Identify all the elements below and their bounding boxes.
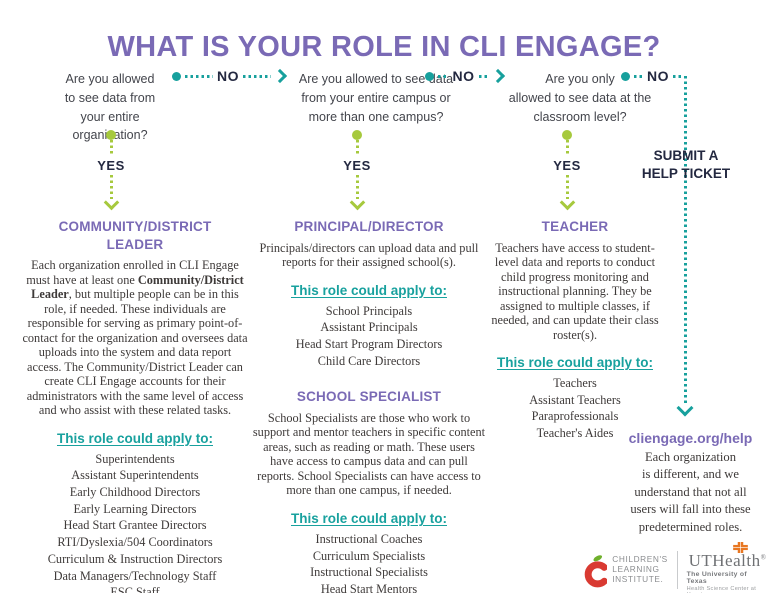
uthealth-subtitle: The University of Texas bbox=[686, 571, 747, 585]
arrow-start-dot-icon bbox=[621, 71, 630, 81]
cli-logo-line: INSTITUTE. bbox=[612, 573, 664, 584]
dotted-line bbox=[634, 74, 643, 78]
uthealth-logo: UTHealth® The University of Texas Health… bbox=[687, 542, 768, 593]
dotted-line bbox=[355, 140, 359, 156]
arrowhead-down-icon bbox=[676, 399, 694, 417]
dotted-line bbox=[565, 140, 569, 156]
role-heading: COMMUNITY/DISTRICT LEADER bbox=[58, 219, 212, 252]
help-description: Each organization is different, and we u… bbox=[630, 450, 751, 534]
dotted-line bbox=[185, 74, 213, 78]
role-item: ESC Staff bbox=[110, 585, 160, 593]
arrowhead-down-icon bbox=[349, 194, 365, 211]
role-list: Superintendents Assistant Superintendent… bbox=[22, 451, 248, 593]
help-ticket-dotted-line bbox=[684, 76, 687, 406]
dotted-line bbox=[438, 74, 449, 78]
submit-help-ticket-label: SUBMIT A HELP TICKET bbox=[641, 148, 731, 181]
arrow-start-dot-icon bbox=[425, 71, 434, 81]
arrowhead-right-icon bbox=[272, 68, 288, 84]
role-item: Child Care Directors bbox=[317, 353, 421, 368]
yes-label: YES bbox=[343, 158, 371, 173]
no-arrow-3: NO bbox=[621, 68, 686, 84]
column-principal-director: PRINCIPAL/DIRECTOR Principals/directors … bbox=[252, 218, 486, 593]
dotted-line bbox=[109, 140, 113, 156]
role-heading: TEACHER bbox=[541, 219, 609, 234]
role-item: School Principals bbox=[325, 303, 413, 318]
role-item: Curriculum & Instruction Directors bbox=[47, 551, 223, 566]
arrow-start-dot-icon bbox=[106, 130, 116, 140]
dotted-line bbox=[109, 175, 113, 199]
uthealth-cross-icon bbox=[733, 542, 748, 553]
no-label: NO bbox=[217, 68, 239, 84]
dotted-line bbox=[355, 175, 359, 199]
role-item: Paraprofessionals bbox=[531, 409, 619, 424]
page-title: WHAT IS YOUR ROLE IN CLI ENGAGE? bbox=[107, 31, 661, 64]
role-description: Teachers have access to student-level da… bbox=[491, 240, 659, 342]
question-campus: Are you allowed to see data from your en… bbox=[298, 72, 454, 124]
role-item: Instructional Coaches bbox=[315, 531, 423, 546]
cli-logo-line: LEARNING bbox=[612, 564, 660, 575]
role-item: Head Start Program Directors bbox=[295, 336, 443, 351]
dotted-line bbox=[673, 74, 682, 78]
dotted-line bbox=[243, 74, 271, 78]
role-item: Data Managers/Technology Staff bbox=[53, 568, 217, 583]
yes-arrow-2: YES bbox=[335, 130, 379, 211]
arrowhead-down-icon bbox=[103, 194, 119, 211]
cli-logo-line: CHILDREN'S bbox=[612, 554, 668, 565]
cli-logo-text: CHILDREN'S LEARNING INSTITUTE. bbox=[612, 554, 668, 585]
help-link[interactable]: cliengage.org/help bbox=[628, 430, 753, 446]
yes-arrow-3: YES bbox=[545, 130, 589, 211]
role-description: Principals/directors can upload data and… bbox=[259, 240, 479, 270]
column-community-district-leader: COMMUNITY/DISTRICT LEADER Each organizat… bbox=[22, 218, 248, 593]
role-heading-school-specialist: SCHOOL SPECIALIST bbox=[296, 389, 442, 405]
role-description: School Specialists are those who work to… bbox=[252, 410, 486, 498]
role-item: Teachers bbox=[553, 376, 597, 391]
role-item: Early Learning Directors bbox=[73, 501, 197, 516]
arrow-start-dot-icon bbox=[562, 130, 572, 140]
dotted-line bbox=[478, 74, 489, 78]
registered-mark: ® bbox=[760, 553, 767, 562]
arrow-start-dot-icon bbox=[352, 130, 362, 140]
role-list: Instructional Coaches Curriculum Special… bbox=[252, 531, 486, 593]
role-item: Head Start Grantee Directors bbox=[63, 518, 207, 533]
arrow-start-dot-icon bbox=[172, 71, 181, 81]
column-teacher: TEACHER Teachers have access to student-… bbox=[487, 218, 663, 442]
no-arrow-1: NO bbox=[172, 68, 288, 84]
apply-heading: This role could apply to: bbox=[496, 355, 653, 371]
no-label: NO bbox=[647, 68, 669, 84]
question-classroom: Are you only allowed to see data at the … bbox=[508, 72, 652, 124]
role-item: Head Start Mentors bbox=[320, 582, 418, 593]
bold-role-name: Community/District Leader bbox=[31, 272, 244, 302]
arrowhead-down-icon bbox=[559, 194, 575, 211]
uthealth-name: UTHealth® bbox=[688, 551, 767, 570]
yes-arrow-1: YES bbox=[89, 130, 133, 211]
cli-apple-icon bbox=[584, 555, 608, 588]
yes-label: YES bbox=[553, 158, 581, 173]
role-list: Teachers Assistant Teachers Paraprofessi… bbox=[487, 375, 663, 442]
role-heading: PRINCIPAL/DIRECTOR bbox=[294, 219, 444, 234]
no-label: NO bbox=[452, 68, 475, 84]
footer-logos: CHILDREN'S LEARNING INSTITUTE. UTHealth®… bbox=[583, 542, 768, 593]
role-item: Curriculum Specialists bbox=[312, 548, 426, 563]
role-item: Assistant Principals bbox=[320, 320, 418, 335]
role-item: Assistant Superintendents bbox=[71, 468, 199, 483]
apply-heading: This role could apply to: bbox=[56, 430, 213, 446]
role-item: Superintendents bbox=[95, 451, 175, 466]
role-item: Assistant Teachers bbox=[529, 392, 621, 407]
role-list: School Principals Assistant Principals H… bbox=[252, 303, 486, 370]
help-section: cliengage.org/help Each organization is … bbox=[613, 430, 768, 536]
apply-heading: This role could apply to: bbox=[290, 510, 447, 526]
role-item: RTI/Dyslexia/504 Coordinators bbox=[57, 535, 213, 550]
uthealth-subtitle-2: Health Science Center at Houston bbox=[686, 586, 757, 593]
role-item: Teacher's Aides bbox=[536, 426, 614, 441]
no-arrow-2: NO bbox=[425, 68, 506, 84]
role-item: Early Childhood Directors bbox=[69, 485, 201, 500]
dotted-line bbox=[565, 175, 569, 199]
arrowhead-right-icon bbox=[490, 68, 506, 84]
apply-heading: This role could apply to: bbox=[290, 282, 447, 298]
role-item: Instructional Specialists bbox=[310, 565, 428, 580]
logo-divider bbox=[676, 551, 678, 589]
yes-label: YES bbox=[97, 158, 125, 173]
role-description: Each organization enrolled in CLI Engage… bbox=[22, 258, 248, 418]
